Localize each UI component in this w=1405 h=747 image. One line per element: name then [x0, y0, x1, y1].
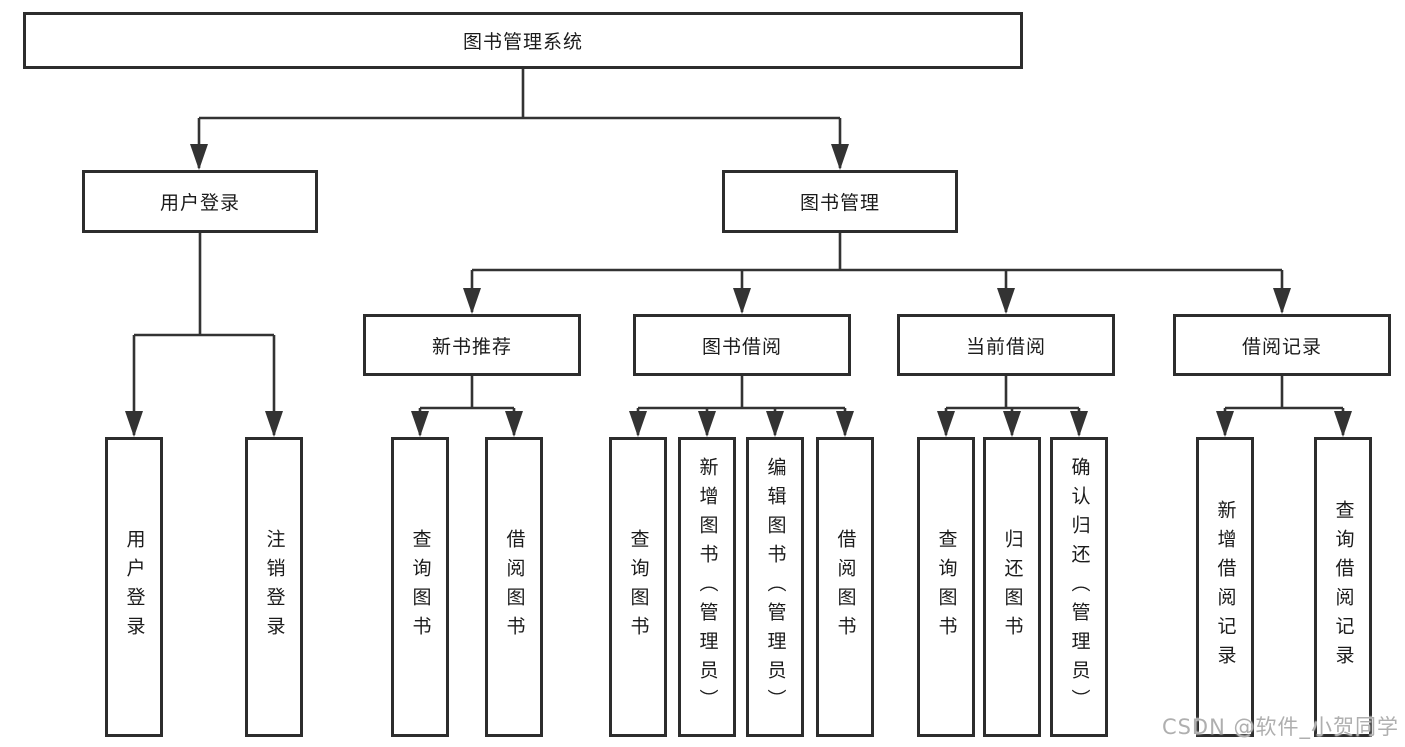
connector-trunks — [134, 68, 1343, 410]
node-label: 查询图书 — [409, 529, 432, 645]
node-label: 注销登录 — [263, 529, 286, 645]
connector-arrows — [125, 118, 1352, 437]
leaf-return-book: 归还图书 — [983, 437, 1041, 737]
csdn-watermark: CSDN @软件_小贺同学 — [1161, 715, 1399, 739]
node-label: 确认归还（管理员） — [1068, 456, 1091, 718]
node-label: 图书管理系统 — [462, 31, 583, 53]
leaf-confirm-return-admin: 确认归还（管理员） — [1050, 437, 1108, 737]
node-label: 编辑图书（管理员） — [764, 456, 787, 718]
node-label: 查询图书 — [627, 529, 650, 645]
node-label: 查询借阅记录 — [1332, 500, 1355, 674]
node-label: 图书管理 — [799, 192, 880, 214]
node-book-borrow: 图书借阅 — [633, 314, 851, 376]
leaf-add-book-admin: 新增图书（管理员） — [678, 437, 736, 737]
node-new-book-recommend: 新书推荐 — [363, 314, 581, 376]
node-label: 新书推荐 — [431, 335, 512, 358]
leaf-borrow-book-1: 借阅图书 — [485, 437, 543, 737]
node-label: 新增借阅记录 — [1214, 500, 1237, 674]
leaf-query-book-2: 查询图书 — [609, 437, 667, 737]
node-label: 用户登录 — [159, 192, 240, 214]
node-label: 当前借阅 — [965, 335, 1046, 358]
leaf-query-book-1: 查询图书 — [391, 437, 449, 737]
node-current-borrow: 当前借阅 — [897, 314, 1115, 376]
leaf-query-borrow-record: 查询借阅记录 — [1314, 437, 1372, 737]
node-label: 归还图书 — [1001, 529, 1024, 645]
node-root-library-system: 图书管理系统 — [23, 12, 1023, 69]
leaf-borrow-book-2: 借阅图书 — [816, 437, 874, 737]
node-book-management: 图书管理 — [722, 170, 958, 233]
leaf-user-login: 用户登录 — [105, 437, 163, 737]
node-label: 查询图书 — [935, 529, 958, 645]
leaf-logout: 注销登录 — [245, 437, 303, 737]
leaf-add-borrow-record: 新增借阅记录 — [1196, 437, 1254, 737]
node-borrow-record: 借阅记录 — [1173, 314, 1391, 376]
node-label: 借阅记录 — [1241, 335, 1322, 358]
node-label: 借阅图书 — [503, 529, 526, 645]
node-user-login: 用户登录 — [82, 170, 318, 233]
leaf-edit-book-admin: 编辑图书（管理员） — [746, 437, 804, 737]
leaf-query-book-3: 查询图书 — [917, 437, 975, 737]
node-label: 用户登录 — [123, 529, 146, 645]
node-label: 新增图书（管理员） — [696, 456, 719, 718]
node-label: 借阅图书 — [834, 529, 857, 645]
node-label: 图书借阅 — [701, 335, 782, 358]
